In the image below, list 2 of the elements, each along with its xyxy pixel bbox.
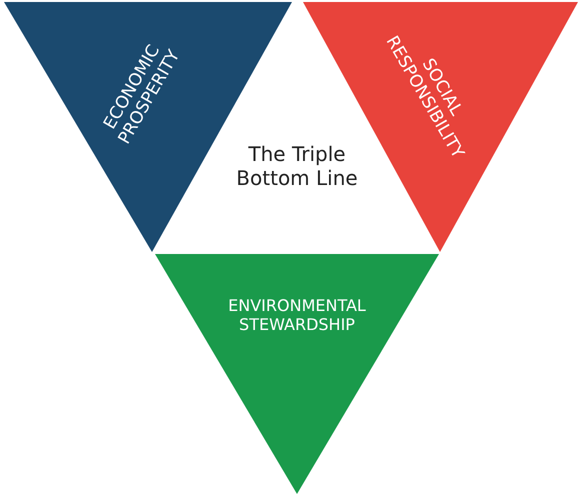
segment-label: The Triple Bottom Line: [235, 142, 359, 190]
segment-label: ENVIRONMENTAL STEWARDSHIP: [227, 296, 367, 334]
